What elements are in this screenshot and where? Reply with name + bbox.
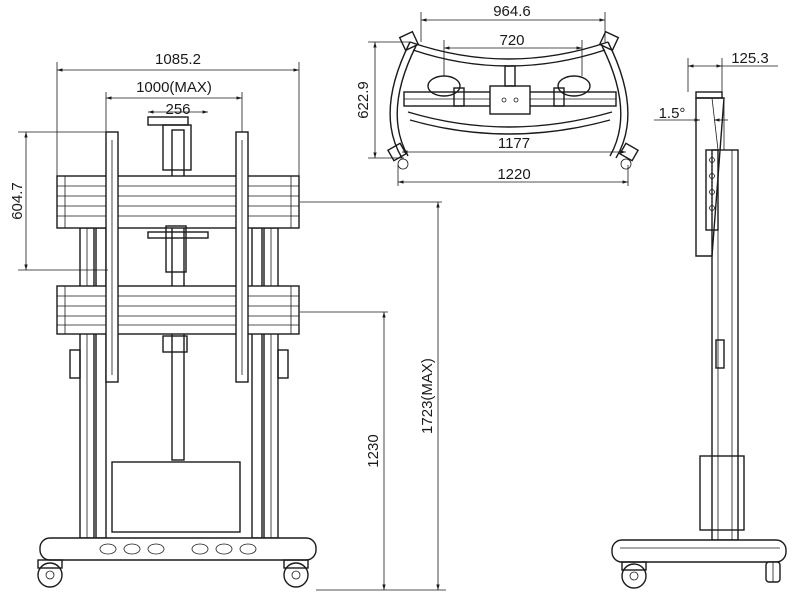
dim-tilt-angle: 1.5° (659, 105, 686, 122)
dim-max-vesa-width: 1000(MAX) (136, 79, 212, 96)
top-dimensions (368, 12, 629, 186)
top-casters (386, 30, 640, 170)
top-frame (389, 41, 629, 159)
lower-rail (56, 285, 300, 335)
dim-depth-622: 622.9 (355, 81, 372, 119)
side-base (611, 539, 787, 563)
left-handle (69, 349, 81, 379)
dim-offset-125: 125.3 (731, 50, 769, 67)
dim-height-604: 604.7 (9, 182, 26, 220)
front-casters (37, 559, 309, 588)
dim-width-720: 720 (499, 32, 524, 49)
side-view: 125.3 1.5° (611, 50, 787, 589)
storage-shelf (111, 461, 241, 533)
vesa-arms (105, 131, 249, 383)
dim-bracket-width: 256 (165, 101, 190, 118)
side-back-shelf (699, 455, 745, 531)
top-bracket (147, 116, 192, 171)
front-dimensions (18, 62, 446, 591)
dim-width-1220: 1220 (497, 166, 530, 183)
front-base (39, 537, 317, 561)
side-screen-mount (695, 91, 725, 257)
dim-width-964: 964.6 (493, 3, 531, 20)
top-view: 964.6 720 622.9 1177 1220 (355, 3, 640, 186)
dim-width-1177: 1177 (498, 135, 530, 152)
side-dimensions (654, 58, 778, 150)
side-casters (621, 561, 781, 589)
dim-overall-width: 1085.2 (155, 51, 201, 68)
dim-height-max: 1723(MAX) (419, 358, 436, 434)
upper-rail (56, 175, 300, 229)
top-mount-bar (403, 65, 617, 115)
right-handle (277, 349, 289, 379)
dim-height-1230: 1230 (365, 434, 382, 467)
front-view: 1085.2 1000(MAX) 256 604.7 1230 1723(MAX… (9, 51, 446, 591)
mid-bracket (147, 225, 209, 353)
